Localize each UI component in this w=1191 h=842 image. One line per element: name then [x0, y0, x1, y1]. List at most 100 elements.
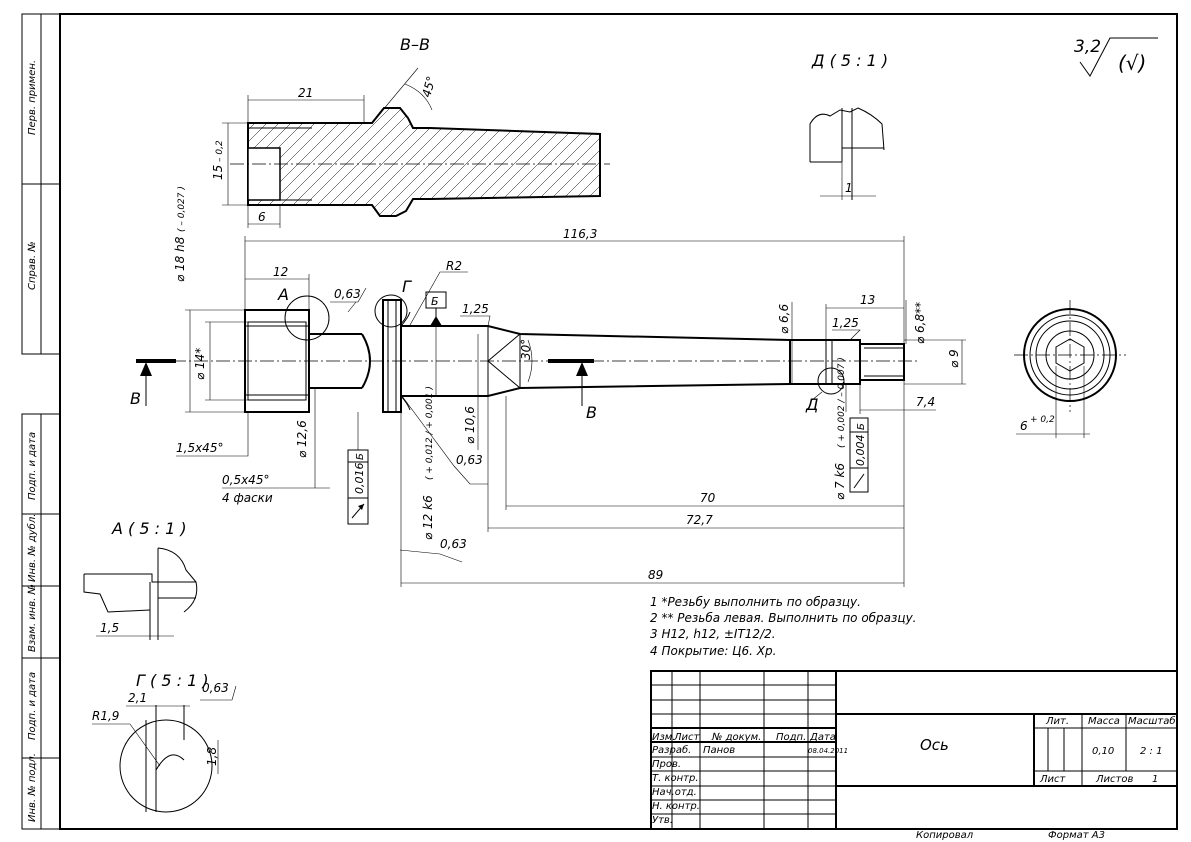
dim-13: 13 — [860, 293, 875, 307]
runout-2-value: 0,004 — [854, 435, 867, 467]
dia-7-k6-tol: ( + 0,002 / – 0,007 ) — [837, 357, 847, 448]
tb-data: Дата — [809, 732, 836, 743]
view-a: А ( 5 : 1 ) 1,5 — [83, 519, 198, 640]
datum-b: Б — [431, 295, 439, 308]
tb-masshtab-value: 2 : 1 — [1140, 746, 1162, 757]
dim-70: 70 — [700, 491, 716, 505]
tb-razrab-date: 08.04.2011 — [808, 747, 848, 755]
title-block: Изм. Лист № докум. Подп. Дата Разраб. Па… — [650, 670, 1178, 841]
end-view: 6 + 0,2 — [1014, 300, 1126, 438]
hex-6: 6 — [1020, 419, 1028, 433]
dia-9: ⌀ 9 — [947, 349, 961, 368]
main-view: 116,3 12 ⌀ 18 h8 ( – 0,027 ) ⌀ 14* А 0,6… — [130, 186, 966, 587]
view-g-rough: 0,63 — [202, 681, 229, 695]
chamfer-125-a: 1,25 — [462, 302, 489, 316]
vv-title: В–В — [400, 35, 430, 54]
view-g-title: Г ( 5 : 1 ) — [136, 671, 209, 690]
tb-nachotd: Нач.отд. — [652, 787, 697, 798]
view-g-dim-2-1: 2,1 — [128, 691, 147, 705]
hex-6-tol: + 0,2 — [1030, 415, 1055, 425]
dim-116-3: 116,3 — [563, 227, 597, 241]
side-podp-data-2: Подп. и дата — [27, 672, 38, 740]
label-g: Г — [402, 277, 412, 296]
dia-10-6: ⌀ 10,6 — [463, 406, 477, 444]
facets-4: 4 фаски — [222, 491, 273, 505]
section-b-left: В — [130, 389, 141, 408]
tb-list-2: Лист — [1039, 774, 1067, 785]
tb-massa-value: 0,10 — [1092, 746, 1114, 757]
tb-podp: Подп. — [776, 732, 806, 743]
tb-razrab: Разраб. — [652, 744, 691, 756]
tb-list: Лист — [673, 732, 701, 743]
side-inv-dubl: Инв. № дубл. — [26, 514, 38, 582]
vv-dim-21: 21 — [298, 86, 313, 100]
rough-063-c: 0,63 — [440, 537, 467, 551]
tb-lit: Лит. — [1045, 716, 1069, 727]
chamfer-125-b: 1,25 — [832, 316, 859, 330]
chamfer-0-5x45: 0,5х45° — [222, 473, 269, 487]
view-a-title: А ( 5 : 1 ) — [111, 519, 187, 538]
dia-18-h8: ⌀ 18 h8 — [173, 236, 187, 282]
dia-6-6: ⌀ 6,6 — [777, 304, 791, 334]
view-g-dim-1-8: 1,8 — [205, 747, 219, 766]
dia-14: ⌀ 14* — [193, 348, 207, 380]
tb-part-name: Ось — [920, 736, 949, 754]
tb-prov: Пров. — [652, 759, 681, 770]
dim-7-4: 7,4 — [916, 395, 935, 409]
tb-format: Формат А3 — [1048, 830, 1105, 841]
dim-12: 12 — [273, 265, 288, 279]
side-podp-data-1: Подп. и дата — [27, 432, 38, 500]
tb-dokum: № докум. — [711, 732, 761, 743]
drawing-frame — [21, 13, 1178, 830]
tb-masshtab: Масштаб — [1128, 715, 1176, 727]
tb-izm: Изм. — [652, 732, 676, 743]
rough-063-a: 0,63 — [334, 287, 361, 301]
roughness-symbol: 3,2 (√) — [1074, 37, 1158, 77]
roughness-value: 3,2 — [1074, 37, 1101, 57]
vv-dim-15: 15 — [211, 165, 225, 180]
label-d: Д — [805, 395, 819, 414]
runout-2-base: Б — [856, 423, 867, 430]
view-g: Г ( 5 : 1 ) 0,63 2,1 R1,9 1,8 — [92, 671, 237, 813]
note-3: 3 H12, h12, ±IT12/2. — [650, 627, 776, 641]
side-inv-podl: Инв. № подл. — [27, 753, 38, 822]
note-4: 4 Покрытие: Ц6. Хр. — [650, 644, 776, 658]
runout-1-base: Б — [355, 453, 366, 460]
runout-1-value: 0,016 — [353, 463, 366, 495]
tb-kopiroval: Копировал — [916, 830, 974, 841]
tb-razrab-name: Панов — [703, 745, 735, 756]
section-b-right: В — [586, 403, 597, 422]
roughness-suffix: (√) — [1118, 51, 1146, 75]
technical-notes: 1 *Резьбу выполнить по образцу. 2 ** Рез… — [650, 595, 917, 658]
section-vv: 21 15 – 0,2 6 45° В–В — [211, 35, 610, 228]
tb-nkontr: Н. контр. — [652, 801, 700, 812]
chamfer-1-5x45: 1,5х45° — [176, 441, 223, 455]
note-2: 2 ** Резьба левая. Выполнить по образцу. — [650, 611, 917, 625]
dia-12-k6: ⌀ 12 k6 — [421, 495, 435, 540]
tb-utv: Утв. — [652, 815, 673, 826]
view-d-dim-1: 1 — [845, 181, 853, 195]
side-stamp: Перв. примен. Справ. № Подп. и дата Инв.… — [26, 60, 38, 822]
dia-12-k6-tol: ( + 0,012 / + 0,001 ) — [425, 386, 435, 480]
tb-listov-value: 1 — [1152, 774, 1158, 785]
tb-listov: Листов — [1095, 774, 1133, 785]
side-perv-primen: Перв. примен. — [27, 60, 38, 135]
dia-7-k6: ⌀ 7 k6 — [833, 463, 847, 500]
dia-12-6: ⌀ 12,6 — [295, 420, 309, 458]
r2-label: R2 — [446, 259, 462, 273]
view-d: Д ( 5 : 1 ) 1 — [809, 51, 888, 200]
note-1: 1 *Резьбу выполнить по образцу. — [650, 595, 861, 609]
vv-angle-45: 45° — [419, 75, 438, 99]
tb-tkontr: Т. контр. — [652, 773, 699, 784]
dia-6-8: ⌀ 6,8** — [913, 302, 927, 344]
dim-89: 89 — [648, 568, 663, 582]
dim-72-7: 72,7 — [686, 513, 713, 527]
rough-063-b: 0,63 — [456, 453, 483, 467]
label-a: А — [277, 285, 289, 304]
side-vzam-inv: Взам. инв. № — [27, 584, 38, 652]
view-d-title: Д ( 5 : 1 ) — [811, 51, 888, 70]
vv-dim-15-tol: – 0,2 — [215, 140, 225, 162]
view-g-r1-9: R1,9 — [92, 709, 119, 723]
dia-18-h8-tol: ( – 0,027 ) — [177, 186, 187, 232]
